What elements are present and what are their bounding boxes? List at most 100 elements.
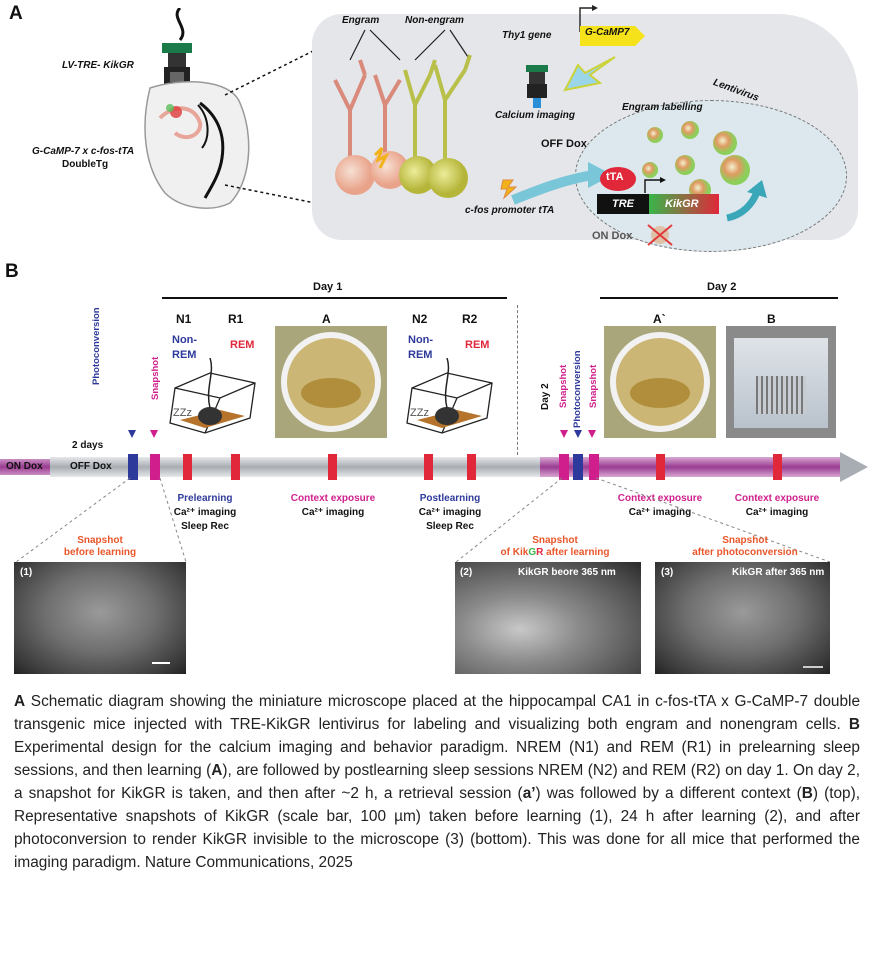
scale-bar-3: [803, 666, 823, 668]
sleep-rec-label-2: Sleep Rec: [426, 521, 474, 532]
prelearning-label: Prelearning: [177, 493, 233, 504]
context-a-photo: [275, 326, 387, 438]
rem-label-2: REM: [465, 339, 490, 351]
svg-text:ZZz: ZZz: [173, 407, 192, 419]
snap-before-1: Snapshot: [77, 535, 123, 546]
context-aprime-floor: [630, 378, 690, 408]
r1-label: R1: [228, 312, 244, 326]
kikgr-arrow: [726, 180, 767, 222]
snap-after-2c: R: [536, 547, 544, 558]
caption-aprime: a’: [522, 785, 536, 802]
caption-a2: A: [211, 762, 223, 779]
context-exposure-label-2: Context exposure: [617, 493, 703, 504]
cfos-label: c-fos promoter tTA: [465, 205, 555, 216]
snapshot-pc-caption: Snapshot after photoconversion: [670, 535, 820, 559]
a-label: A: [322, 312, 331, 326]
lv-label: LV-TRE- KikGR: [62, 60, 134, 71]
snap-before-2: before learning: [63, 547, 137, 558]
caption-t1: Schematic diagram showing the miniature …: [14, 693, 860, 733]
gene-arrow: [579, 5, 645, 46]
block-snapshot-1: [150, 454, 160, 480]
non-rem-non-2: Non-: [408, 334, 434, 346]
snap-pc-1: Snapshot: [722, 535, 768, 546]
postlearning-label: Postlearning: [419, 493, 481, 504]
ca-imaging-label-2: Ca²⁺ imaging: [301, 507, 365, 518]
ca-imaging-label-3: Ca²⁺ imaging: [418, 507, 482, 518]
caption-t4: ) was followed by a different context (: [535, 785, 802, 802]
photoconversion-label: Photoconversion: [91, 307, 102, 385]
engram-labelling-label: Engram labelling: [622, 102, 703, 113]
day2-side-label: Day 2: [540, 383, 551, 410]
promoter-arrow: [644, 177, 666, 193]
panel-b-letter: B: [5, 261, 19, 282]
snap-after-2d: after learning: [543, 547, 610, 558]
caption-t5: ) (top), Representative snapshots of Kik…: [14, 785, 861, 871]
rem-label-1: REM: [230, 339, 255, 351]
mouse-label: G-CaMP-7 x c-fos-tTA: [32, 146, 135, 157]
green-arrow: [563, 56, 616, 92]
snapshot-image-3-number: (3): [661, 567, 674, 578]
kikgr-box: [649, 194, 719, 214]
snapshot-image-2: [455, 562, 641, 674]
context-exposure-label-1: Context exposure: [290, 493, 376, 504]
block-b: [773, 454, 782, 480]
snap-after-2b: G: [528, 547, 537, 558]
snapshot-image-3: [655, 562, 830, 674]
caption-a: A: [14, 693, 26, 710]
postlearning-block: Postlearning Ca²⁺ imaging Sleep Rec: [405, 492, 495, 534]
kikgr-label: KikGR: [665, 198, 699, 210]
context-exposure-block-1: Context exposure Ca²⁺ imaging: [283, 492, 383, 520]
block-snapshot-2: [559, 454, 569, 480]
day2-label: Day 2: [707, 281, 737, 293]
non-rem-rem-2: REM: [408, 349, 433, 361]
tta-label: tTA: [606, 171, 624, 183]
caption-t3: ), are followed by postlearning sleep se…: [14, 762, 861, 802]
on-dox-timeline-label: ON Dox: [6, 461, 43, 472]
sleep-rec-label-1: Sleep Rec: [181, 521, 229, 532]
thy1-label: Thy1 gene: [502, 30, 552, 41]
snapshot-label-3: Snapshot: [588, 364, 599, 408]
snapshot-image-2-number: (2): [460, 567, 473, 578]
engram-label: Engram: [342, 15, 380, 26]
mouse-label-2: DoubleTg: [62, 159, 109, 170]
snap-after-2a: of Kik: [500, 547, 529, 558]
zoom-lines: [224, 44, 326, 206]
brain-diagram: [144, 8, 250, 209]
snapshot-image-3-label: KikGR after 365 nm: [732, 567, 825, 578]
snapshot-connectors: [15, 477, 831, 563]
tre-label: TRE: [612, 198, 634, 210]
block-n2: [424, 454, 433, 480]
b-label: B: [767, 312, 776, 326]
figure-caption: A Schematic diagram showing the miniatur…: [14, 690, 860, 874]
marker-triangles: [128, 430, 596, 438]
off-dox-timeline-label: OFF Dox: [70, 461, 112, 472]
calcium-imaging-label: Calcium imaging: [495, 110, 576, 121]
snapshot-after-caption: Snapshot of KikGR after learning: [490, 535, 620, 559]
day1-label: Day 1: [313, 281, 343, 293]
block-n1: [183, 454, 192, 480]
tre-box: [597, 194, 649, 214]
context-b-photo: [726, 326, 836, 438]
timeline-bar: [50, 457, 540, 477]
sleep-cage-1: ZZz: [169, 358, 256, 434]
off-dox-label: OFF Dox: [541, 138, 587, 150]
context-exposure-block-3: Context exposure Ca²⁺ imaging: [727, 492, 827, 520]
n1-label: N1: [176, 312, 192, 326]
context-a-floor: [301, 378, 361, 408]
block-photoconversion-1: [128, 454, 138, 480]
ca-imaging-label-4: Ca²⁺ imaging: [628, 507, 692, 518]
ca-imaging-label-5: Ca²⁺ imaging: [745, 507, 809, 518]
sleep-cage-2: ZZz: [406, 358, 493, 434]
block-photoconversion-2: [573, 454, 583, 480]
non-rem-non: Non-: [172, 334, 198, 346]
timeline-on-dox: [0, 459, 50, 475]
virus-particles: [642, 121, 750, 246]
caption-b2: B: [801, 785, 813, 802]
caption-t2: Experimental design for the calcium imag…: [14, 739, 860, 779]
snapshot-label-1: Snapshot: [150, 356, 161, 400]
svg-text:ZZz: ZZz: [410, 407, 429, 419]
n2-label: N2: [412, 312, 428, 326]
context-aprime-photo: [604, 326, 716, 438]
block-r1: [231, 454, 240, 480]
lightning-icon: [500, 179, 518, 200]
